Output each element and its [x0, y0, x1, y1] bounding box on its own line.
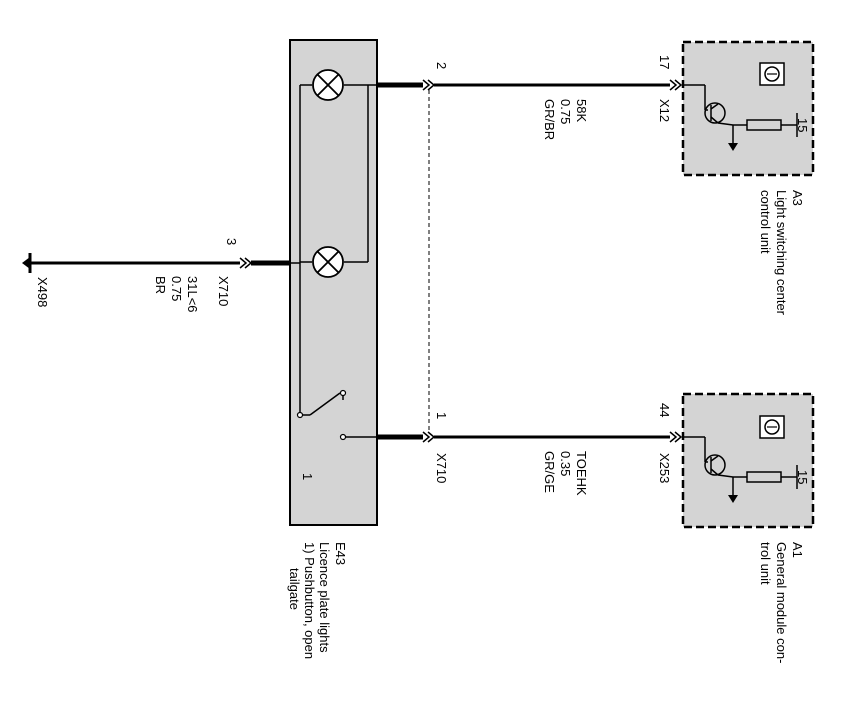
- connector-x710-left-symbol: [239, 257, 253, 269]
- e43-desc-line2: 1) Pushbutton, open: [302, 542, 317, 659]
- connector-x253-symbol: [669, 431, 683, 443]
- wire-bottom-color: GR/GE: [542, 451, 557, 493]
- pin-label-a1-44: 44: [657, 403, 672, 417]
- switch-contact-upper: [339, 389, 347, 397]
- wire-top-size: 0.75: [558, 99, 573, 124]
- wire-left-signal: 31L<6: [185, 276, 200, 313]
- ground-x498: [22, 253, 32, 273]
- e43-desc-line1: Licence plate lights: [317, 542, 332, 653]
- a1-desc-line1: General module con-: [774, 542, 789, 663]
- e43-box: [289, 39, 378, 526]
- a1-id: A1: [790, 542, 805, 558]
- a3-internal-circuit: [683, 84, 798, 145]
- a1-internal-circuit: [683, 436, 798, 497]
- e43-id: E43: [333, 542, 348, 565]
- wire-bottom-size: 0.35: [558, 451, 573, 476]
- a3-desc-line1: Light switching center: [774, 190, 789, 316]
- pin-label-e43-internal-1: 1: [300, 473, 315, 480]
- pin-label-a1-15: 15: [795, 470, 810, 484]
- a1-desc-line2: trol unit: [758, 542, 773, 585]
- a3-box: [681, 40, 815, 177]
- a1-speaker-icon: [759, 415, 785, 439]
- pin-label-a3-17: 17: [657, 55, 672, 69]
- connector-label-x710-left: X710: [216, 276, 231, 306]
- pin-label-e43-1: 1: [434, 412, 449, 419]
- pin-label-a3-15: 15: [795, 118, 810, 132]
- wire-top-color: GR/BR: [542, 99, 557, 140]
- a1-ground-arrow-icon: [728, 495, 738, 503]
- wire-top-signal: 58K: [574, 99, 589, 122]
- switch-contact-lower: [339, 433, 347, 441]
- connector-x710-top-symbol: [422, 79, 436, 91]
- wire-left-color: BR: [153, 276, 168, 294]
- a3-ground-arrow-icon: [728, 143, 738, 151]
- lamp-upper-icon: [312, 69, 344, 101]
- connector-x12-symbol: [669, 79, 683, 91]
- connector-label-x12: X12: [657, 99, 672, 122]
- a3-desc-line2: control unit: [758, 190, 773, 254]
- lamp-lower-icon: [312, 246, 344, 278]
- pin-label-e43-2: 2: [434, 62, 449, 69]
- a1-box: [681, 392, 815, 529]
- pin-label-e43-3: 3: [224, 238, 239, 245]
- connector-label-x253: X253: [657, 453, 672, 483]
- switch-pivot: [296, 411, 304, 419]
- wire-bottom-signal: TOEHK: [574, 451, 589, 496]
- e43-desc-line3: tailgate: [287, 568, 302, 610]
- connector-label-x710-right: X710: [434, 453, 449, 483]
- connector-x710-bottom-symbol: [422, 431, 436, 443]
- a3-speaker-icon: [759, 62, 785, 86]
- wire-left-size: 0.75: [169, 276, 184, 301]
- a3-id: A3: [790, 190, 805, 206]
- connector-label-x498: X498: [35, 277, 50, 307]
